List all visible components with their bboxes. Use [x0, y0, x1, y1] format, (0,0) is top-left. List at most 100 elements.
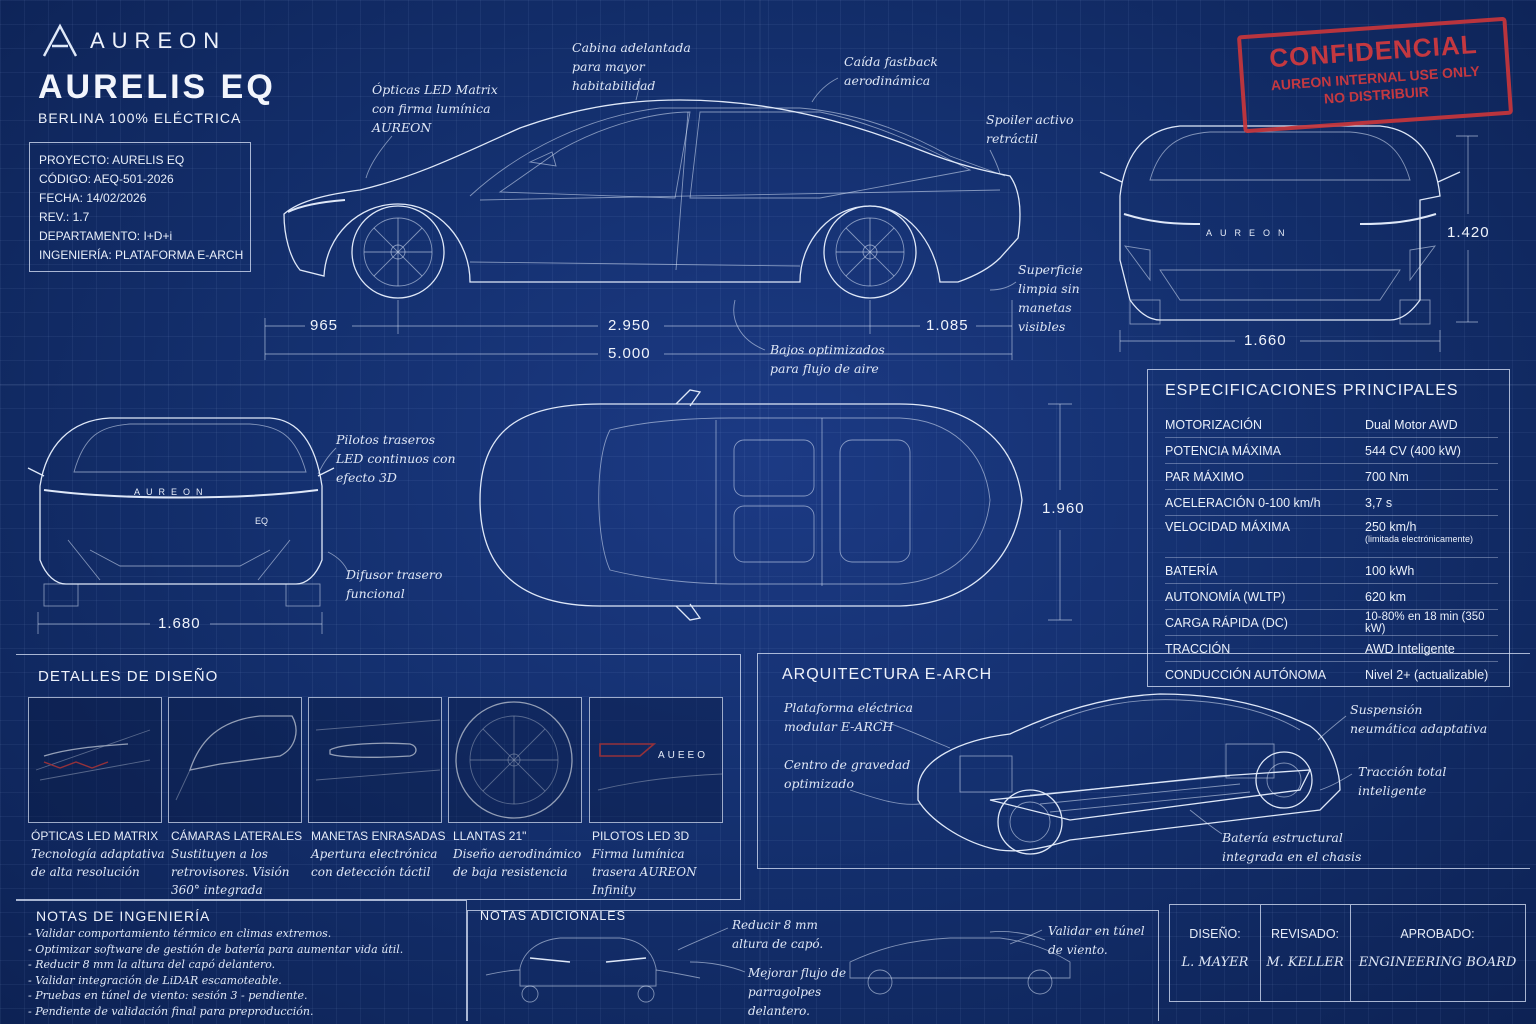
- signoff-review-label: REVISADO:: [1270, 927, 1340, 941]
- annotation-rear-lights: Pilotos traseros LED continuos con efect…: [336, 432, 456, 485]
- spec-value: Dual Motor AWD: [1365, 412, 1498, 438]
- front-brand-badge: AUREON: [1206, 228, 1293, 238]
- list-item: - Pendiente de validación final para pre…: [28, 1004, 314, 1018]
- spec-value: AWD Inteligente: [1365, 635, 1498, 662]
- side-view-car: [283, 99, 1021, 299]
- spec-label: AUTONOMÍA (WLTP): [1165, 583, 1365, 610]
- signoff-design-label: DISEÑO:: [1189, 927, 1241, 941]
- rear-model-badge: EQ: [255, 516, 269, 526]
- front-dimension-lines: [1119, 135, 1478, 352]
- arch-platform-note: Plataforma eléctrica modular E-ARCH: [784, 700, 913, 734]
- design-item-desc: Tecnología adaptativa de alta resolución: [31, 847, 165, 879]
- design-item: PILOTOS LED 3D Firma lumínica trasera AU…: [592, 829, 732, 899]
- annotation-spoiler: Spoiler activo retráctil: [986, 112, 1074, 146]
- list-item: - Validar comportamiento térmico en clim…: [28, 927, 332, 940]
- spec-value: 700 Nm: [1365, 463, 1498, 490]
- thumb-led: [28, 697, 162, 823]
- annotation-diffuser: Difusor trasero funcional: [346, 567, 443, 601]
- model-subtitle: BERLINA 100% ELÉCTRICA: [38, 110, 242, 126]
- spec-label: POTENCIA MÁXIMA: [1165, 437, 1365, 464]
- architecture-panel: [757, 653, 1530, 869]
- signoff-approve-label: APROBADO:: [1400, 927, 1475, 941]
- list-item: - Reducir 8 mm la altura del capó delant…: [28, 958, 276, 971]
- add-note-bumper: Mejorar flujo de parragolpes delantero.: [748, 966, 847, 1018]
- architecture-title: ARQUITECTURA E-ARCH: [782, 666, 993, 683]
- design-item-desc: Sustituyen a los retrovisores. Visión 36…: [171, 847, 290, 897]
- annotation-underbody: Bajos optimizados para flujo de aire: [770, 342, 885, 376]
- spec-label: BATERÍA: [1165, 557, 1365, 584]
- design-item: MANETAS ENRASADAS Apertura electrónica c…: [311, 829, 447, 881]
- spec-label: ACELERACIÓN 0-100 km/h: [1165, 489, 1365, 516]
- annotation-leaders: [365, 77, 1017, 351]
- thumb-rear-light-drawing: [597, 743, 723, 791]
- side-dimension-lines: [264, 300, 1013, 360]
- arch-battery-note: Batería estructural integrada en el chas…: [1222, 830, 1362, 864]
- add-note-wind: Validar en túnel de viento.: [1048, 924, 1145, 957]
- design-title: DETALLES DE DISEÑO: [38, 668, 219, 685]
- spec-label: MOTORIZACIÓN: [1165, 412, 1365, 438]
- thumb-light-brand: AUEEO: [658, 750, 709, 761]
- project-info-line: INGENIERÍA: PLATAFORMA E-ARCH: [39, 248, 244, 262]
- rear-dimension-lines: [37, 612, 323, 634]
- specs-title: ESPECIFICACIONES PRINCIPALES: [1165, 382, 1459, 399]
- rear-brand-badge: AUREON: [134, 487, 209, 497]
- dim-rear-width: 1.680: [158, 615, 201, 632]
- spec-label: TRACCIÓN: [1165, 635, 1365, 662]
- signoff-approve-name: ENGINEERING BOARD: [1358, 955, 1517, 970]
- project-info-line: PROYECTO: AURELIS EQ: [39, 153, 185, 167]
- design-item-title: MANETAS ENRASADAS: [311, 829, 446, 843]
- design-item-desc: Apertura electrónica con detección tácti…: [311, 847, 438, 879]
- engineering-notes-panel: [16, 900, 467, 1021]
- thumb-handle: [308, 697, 442, 823]
- thumb-led-drawing: [35, 729, 151, 781]
- front-view-car: [1099, 125, 1461, 325]
- spec-label: VELOCIDAD MÁXIMA: [1165, 515, 1365, 558]
- thumb-camera: [168, 697, 302, 823]
- thumb-rear-light: [589, 697, 723, 823]
- model-title: AURELIS EQ: [38, 68, 276, 106]
- arch-suspension-note: Suspensión neumática adaptativa: [1350, 702, 1488, 736]
- dim-height: 1.420: [1447, 224, 1490, 241]
- aureon-logo-icon: [42, 23, 78, 57]
- eng-notes-list: - Validar comportamiento térmico en clim…: [28, 926, 403, 1019]
- dim-wheelbase: 2.950: [608, 317, 651, 334]
- dim-mirror-width: 1.960: [1042, 500, 1085, 517]
- signoff-design-name: L. MAYER: [1181, 955, 1249, 970]
- rear-view-car: [27, 417, 335, 607]
- annotation-fastback: Caída fastback aerodinámica: [844, 54, 938, 88]
- dim-front-overhang: 965: [310, 317, 339, 334]
- top-view-car: [479, 389, 1023, 621]
- signoff-panel: DISEÑO: L. MAYER REVISADO: M. KELLER APR…: [1169, 904, 1526, 1002]
- design-item-desc: Diseño aerodinámico de baja resistencia: [453, 847, 582, 879]
- dim-front-width: 1.660: [1244, 332, 1287, 349]
- spec-value: 544 CV (400 kW): [1365, 437, 1498, 464]
- thumb-handle-drawing: [315, 719, 441, 781]
- thumb-camera-drawing: [175, 715, 297, 801]
- add-notes-title: NOTAS ADICIONALES: [480, 909, 626, 923]
- spec-label: CONDUCCIÓN AUTÓNOMA: [1165, 667, 1327, 682]
- project-info-line: FECHA: 14/02/2026: [39, 191, 147, 205]
- spec-note: (limitada electrónicamente): [1365, 534, 1474, 544]
- additional-notes-panel: [467, 910, 1159, 1021]
- project-info-line: CÓDIGO: AEQ-501-2026: [39, 172, 174, 186]
- annotation-optics: Ópticas LED Matrix con firma lumínica AU…: [372, 82, 498, 135]
- spec-label: PAR MÁXIMO: [1165, 463, 1365, 490]
- rear-annotation-leaders: [317, 447, 349, 573]
- dim-rear-overhang: 1.085: [926, 317, 969, 334]
- add-note-hood: Reducir 8 mm altura de capó.: [732, 918, 824, 951]
- notes-front-sketch: [485, 937, 701, 1003]
- notes-side-sketch: [849, 931, 1071, 995]
- spec-value: 10-80% en 18 min (350 kW): [1365, 609, 1498, 636]
- specs-panel: ESPECIFICACIONES PRINCIPALES MOTORIZACIÓ…: [1147, 369, 1510, 687]
- dim-length: 5.000: [608, 345, 651, 362]
- spec-value: 250 km/h: [1365, 520, 1417, 534]
- list-item: - Validar integración de LiDAR escamotea…: [28, 973, 282, 987]
- table-row: AUTONOMÍA (WLTP)620 km: [1165, 583, 1498, 610]
